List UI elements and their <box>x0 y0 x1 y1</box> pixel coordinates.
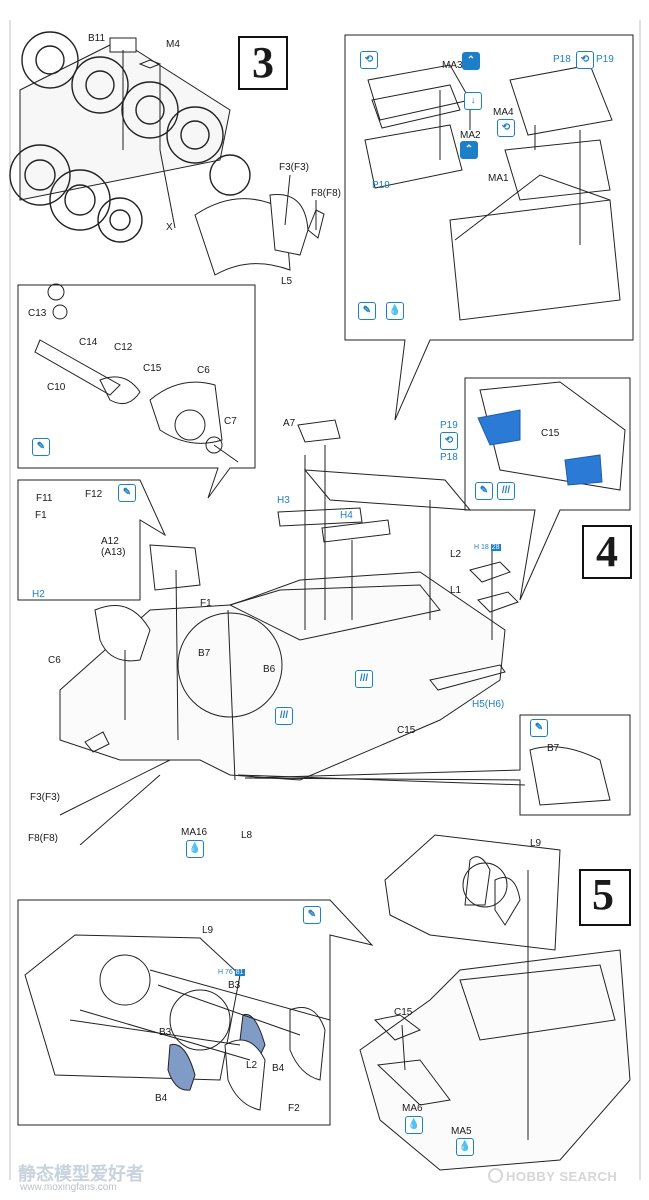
trim-icon-hull-1: /// <box>355 670 373 688</box>
part-label-f12: F12 <box>85 489 103 500</box>
step3-wheels-drawing <box>9 31 325 276</box>
optional-icon-ma3: ⌃ <box>462 52 480 70</box>
part-label-ma16: MA16 <box>181 827 208 838</box>
grille-inset-drawing <box>364 64 621 321</box>
step5-hull-drawing <box>359 834 631 1171</box>
part-label-l8: L8 <box>241 830 253 841</box>
part-label-h5h6: H5(H6) <box>472 699 505 710</box>
part-label-b6: B6 <box>263 664 276 675</box>
watermark-hobby-search: HOBBY SEARCH <box>488 1168 617 1184</box>
part-label-f8f8-top: F8(F8) <box>311 188 341 199</box>
part-label-a12: A12 <box>101 536 119 547</box>
part-label-c13: C13 <box>28 308 47 319</box>
paint-icon-l9: ✎ <box>303 906 321 924</box>
part-label-f8f8: F8(F8) <box>28 833 58 844</box>
flip-icon-ma4: ⟲ <box>497 119 515 137</box>
part-label-ma1: MA1 <box>488 173 509 184</box>
part-label-b3-a: B3 <box>228 980 241 991</box>
part-label-ma4: MA4 <box>493 107 514 118</box>
part-label-h4: H4 <box>340 510 353 521</box>
paint-icon-wheel-arm: ✎ <box>32 438 50 456</box>
part-label-b11: B11 <box>88 33 106 44</box>
part-label-c15-inset: C15 <box>143 363 162 374</box>
part-label-h3: H3 <box>277 495 290 506</box>
step-4-number: 4 <box>582 525 632 579</box>
part-label-l5: L5 <box>281 276 293 287</box>
tag-h76: H 76 81 <box>218 969 245 976</box>
part-label-m4: M4 <box>166 39 180 50</box>
paint-icon-c15: ✎ <box>475 482 493 500</box>
part-label-c15-right: C15 <box>541 428 560 439</box>
part-label-x: X <box>166 222 173 233</box>
part-label-f1-inset: F1 <box>35 510 47 521</box>
l9-inset-drawing <box>24 934 331 1111</box>
part-label-c10: C10 <box>47 382 66 393</box>
paint-icon-f1: ✎ <box>118 484 136 502</box>
tag-h18: H 18 28 <box>474 544 501 551</box>
wheel-arm-inset-drawing <box>34 283 239 463</box>
part-label-p18: P18 <box>553 54 571 65</box>
part-label-b4-b: B4 <box>155 1093 168 1104</box>
paint-icon-b7: ✎ <box>530 719 548 737</box>
glue-icon-ma5: 💧 <box>456 1138 474 1156</box>
part-label-p19-mid: P19 <box>440 420 458 431</box>
c15-inset-drawing <box>477 381 626 491</box>
glue-icon-ma3: ↓ <box>464 92 482 110</box>
part-label-f11: F11 <box>36 493 53 504</box>
part-label-l9-inset: L9 <box>202 925 214 936</box>
optional-icon-ma2: ⌃ <box>460 141 478 159</box>
part-label-h2: H2 <box>32 589 45 600</box>
step-5-number: 5 <box>592 870 614 919</box>
flip-icon-p18: ⟲ <box>576 51 594 69</box>
part-label-f1: F1 <box>200 598 212 609</box>
part-label-p19-top: P19 <box>596 54 614 65</box>
glue-icon-ma16: 💧 <box>186 840 204 858</box>
flip-icon-p19-mid: ⟲ <box>440 432 458 450</box>
part-label-f2: F2 <box>288 1103 300 1114</box>
glue-icon-grille: 💧 <box>386 302 404 320</box>
paint-icon-grille: ✎ <box>358 302 376 320</box>
part-label-b4-a: B4 <box>272 1063 285 1074</box>
part-label-ma3: MA3 <box>442 60 463 71</box>
part-label-c7: C7 <box>224 416 237 427</box>
part-label-p19-left: P19 <box>372 180 390 191</box>
step-3-number: 3 <box>238 36 288 90</box>
part-label-b7: B7 <box>198 648 211 659</box>
part-label-f3f3-top: F3(F3) <box>279 162 309 173</box>
part-label-f3f3: F3(F3) <box>30 792 60 803</box>
part-label-l2: L2 <box>450 549 462 560</box>
glue-icon-ma6: 💧 <box>405 1116 423 1134</box>
trim-icon-hull-2: /// <box>275 707 293 725</box>
part-label-c15-bot: C15 <box>394 1007 413 1018</box>
part-label-c15-mid: C15 <box>397 725 416 736</box>
part-label-l2-bot: L2 <box>246 1060 258 1071</box>
part-label-ma6: MA6 <box>402 1103 423 1114</box>
main-hull-drawing <box>59 419 526 846</box>
part-label-c12: C12 <box>114 342 133 353</box>
part-label-l1: L1 <box>450 585 462 596</box>
flip-icon-grille-tl: ⟲ <box>360 51 378 69</box>
part-label-ma2: MA2 <box>460 130 481 141</box>
hobby-search-logo-icon <box>488 1168 503 1183</box>
part-label-c6-inset: C6 <box>197 365 210 376</box>
part-label-c14: C14 <box>79 337 98 348</box>
part-label-ma5: MA5 <box>451 1126 472 1137</box>
part-label-b7-inset: B7 <box>547 743 560 754</box>
part-label-l9-right: L9 <box>530 838 542 849</box>
trim-icon-c15: /// <box>497 482 515 500</box>
watermark-cn: 静态模型爱好者 <box>18 1164 144 1185</box>
part-label-b3-b: B3 <box>159 1027 172 1038</box>
part-label-c6: C6 <box>48 655 61 666</box>
watermark-url: www.moxingfans.com <box>20 1182 117 1193</box>
part-label-a13: (A13) <box>101 547 126 558</box>
part-label-a7: A7 <box>283 418 296 429</box>
part-label-p18-mid: P18 <box>440 452 458 463</box>
